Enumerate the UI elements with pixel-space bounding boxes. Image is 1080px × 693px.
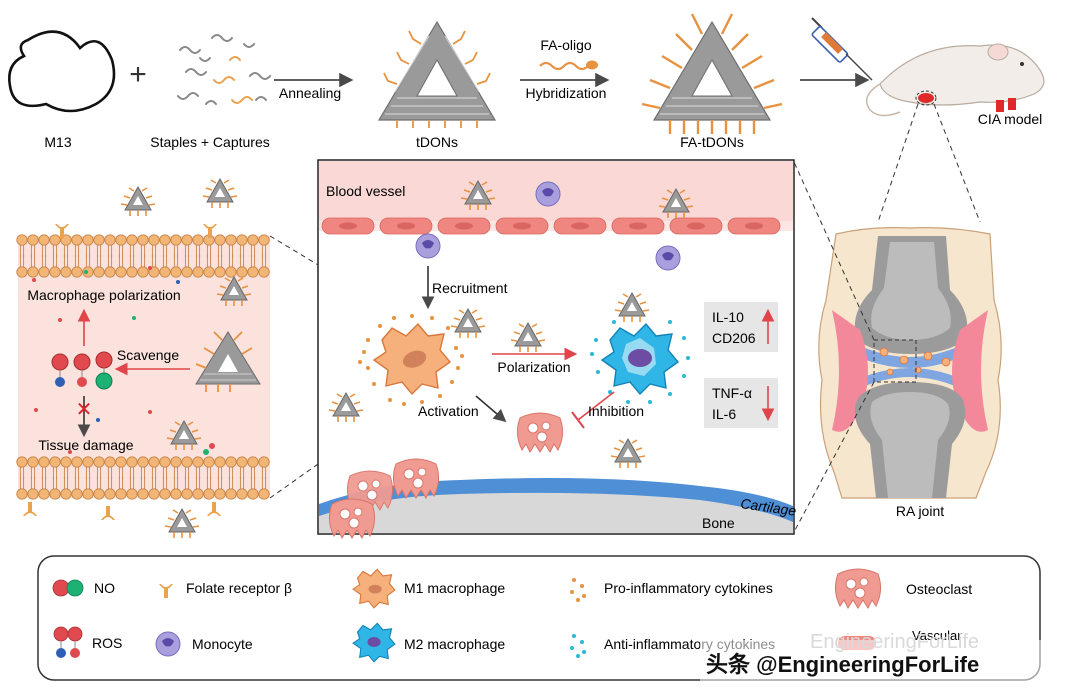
tdons-structure	[377, 20, 497, 128]
nanostructure	[164, 508, 200, 539]
legend-osteoclast-icon	[834, 568, 882, 609]
up-regulated-box	[704, 302, 778, 352]
m2-macrophage	[590, 320, 690, 404]
zoom-line-right	[933, 103, 981, 223]
osteoclast-center	[516, 412, 564, 453]
il6-label: IL-6	[712, 406, 736, 422]
scavenge-label: Scavenge	[117, 347, 179, 363]
activation-label: Activation	[418, 403, 479, 419]
tissue-damage-label: Tissue damage	[38, 437, 133, 453]
zoom-line-left	[877, 103, 919, 223]
fa-oligo-icon	[539, 60, 598, 71]
activation-arrow	[475, 395, 507, 423]
cd206-label: CD206	[712, 330, 756, 346]
m13-scaffold	[8, 30, 116, 113]
plus-sign: +	[129, 58, 147, 91]
inhibition-line	[577, 391, 615, 421]
macrophage-polarization-label: Macrophage polarization	[27, 287, 180, 303]
il10-label: IL-10	[712, 309, 744, 325]
ros-in-panel	[51, 353, 91, 387]
tnf-alpha-label: TNF-α	[712, 385, 752, 401]
endothelial-cell	[437, 217, 491, 235]
right-zoom-line-bottom	[793, 381, 875, 533]
nanostructure	[202, 178, 238, 209]
mouse-icon	[865, 43, 1045, 117]
m1-macrophage	[358, 314, 464, 406]
bone-label: Bone	[702, 515, 735, 531]
staples-label: Staples + Captures	[150, 134, 269, 150]
ra-joint	[818, 227, 1002, 499]
legend-no-label: NO	[94, 580, 115, 596]
scattered-molecules	[32, 266, 215, 455]
right-zoom-line-top	[793, 161, 875, 341]
legend-pro-cytokines-label: Pro-inflammatory cytokines	[604, 580, 773, 596]
monocyte-in-vessel	[535, 181, 561, 207]
inhibition-label: Inhibition	[588, 403, 644, 419]
annealing-label: Annealing	[279, 85, 341, 101]
syringe-icon	[811, 17, 873, 81]
paw-highlight	[915, 90, 937, 106]
blood-vessel-label: Blood vessel	[326, 183, 405, 199]
endothelial-cell	[321, 217, 375, 235]
endothelial-cell	[669, 217, 723, 235]
endothelial-cell	[611, 217, 665, 235]
block-cross: ✕	[76, 399, 93, 421]
monocyte-tissue	[655, 245, 681, 271]
watermark: EngineeringForLife 头条 @EngineeringForLif…	[700, 631, 1076, 682]
legend-osteoclast-label: Osteoclast	[906, 581, 972, 597]
legend-m2-icon	[352, 622, 396, 663]
osteoclast-bone-2	[392, 458, 440, 499]
legend-m1-label: M1 macrophage	[404, 580, 505, 596]
legend-m1-icon	[352, 568, 396, 609]
ra-joint-label: RA joint	[896, 503, 944, 519]
m13-label: M13	[44, 134, 71, 150]
scavenger-nanostructure	[195, 331, 261, 392]
endothelial-cell	[727, 217, 781, 235]
legend-folate-receptor-label: Folate receptor β	[186, 580, 292, 596]
down-regulated-box	[704, 378, 778, 428]
legend-m2-label: M2 macrophage	[404, 636, 505, 652]
fa-tdons-label: FA-tDONs	[680, 134, 744, 150]
endothelial-cell	[495, 217, 549, 235]
monocyte-extravasating	[415, 233, 441, 259]
hybridization-label: Hybridization	[526, 85, 607, 101]
fa-oligo-label: FA-oligo	[540, 37, 592, 53]
watermark-text: 头条 @EngineeringForLife	[706, 652, 979, 677]
endothelial-cell	[553, 217, 607, 235]
cartilage-label: Cartilage	[740, 495, 798, 519]
legend-monocyte-icon	[155, 631, 181, 657]
legend-vascular-label: Vascular	[912, 628, 962, 643]
recruitment-label: Recruitment	[432, 280, 508, 296]
legend-pro-cytokines-icon	[570, 578, 586, 602]
legend-monocyte-label: Monocyte	[192, 636, 253, 652]
nanostructure	[120, 186, 156, 217]
legend-anti-cytokines-icon	[570, 634, 586, 658]
watermark-faint: EngineeringForLife	[810, 631, 979, 653]
osteoclast-bone-3	[328, 498, 376, 539]
polarization-label: Polarization	[497, 359, 570, 375]
inhibition-bar	[571, 411, 585, 429]
fa-tdons-structure	[641, 13, 783, 134]
staples-captures-icon	[177, 34, 271, 105]
tdons-label: tDONs	[416, 134, 458, 150]
cia-label: CIA model	[978, 111, 1043, 127]
legend-ros-label: ROS	[92, 635, 122, 651]
endothelial-cell	[379, 217, 433, 235]
no-in-panel	[95, 351, 113, 390]
cartilage-bone	[319, 478, 793, 533]
